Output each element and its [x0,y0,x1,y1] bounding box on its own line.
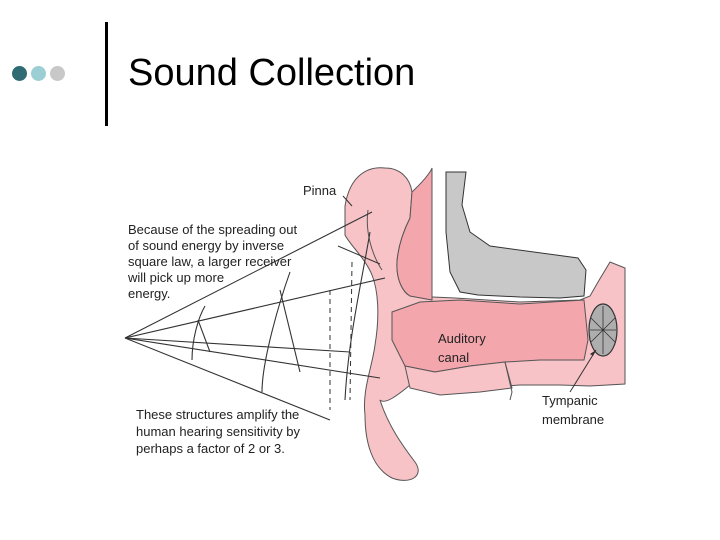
tympanic-arrowhead [590,350,596,356]
amplify-note-line-3: perhaps a factor of 2 or 3. [136,441,285,456]
slide-title: Sound Collection [128,52,416,94]
canal-inner-contour [504,361,513,401]
amplify-note-line-1: These structures amplify the [136,407,299,422]
lower-fold-shape [404,361,513,396]
bullet-dots [12,66,65,81]
pinna-leader-line [342,195,353,207]
spreading-note-line-4: will pick up more [127,270,224,285]
bullet-dot-3 [50,66,65,81]
pinna-label: Pinna [303,183,337,198]
sound-cone [124,211,386,421]
spreading-note-line-1: Because of the spreading out [128,222,298,237]
upper-skin-shape [396,167,433,301]
spreading-note-line-5: energy. [128,286,170,301]
sound-cone-dashes [329,261,353,410]
auditory-label-line-1: Auditory [438,331,486,346]
inner-contour [366,209,383,271]
tympanic-leader-line [569,349,597,393]
bullet-dot-2 [31,66,46,81]
tympanic-label-line-1: Tympanic [542,393,598,408]
tympanic-membrane-lines [590,306,616,354]
title-divider [105,22,108,126]
spreading-note-line-3: square law, a larger receiver [128,254,292,269]
cone-connector [337,245,381,265]
amplify-note-line-2: human hearing sensitivity by [136,424,301,439]
tympanic-label-line-2: membrane [542,412,604,427]
bone-shape [445,171,587,299]
bullet-dot-1 [12,66,27,81]
auditory-label-line-2: canal [438,350,469,365]
spreading-note-line-2: of sound energy by inverse [128,238,284,253]
